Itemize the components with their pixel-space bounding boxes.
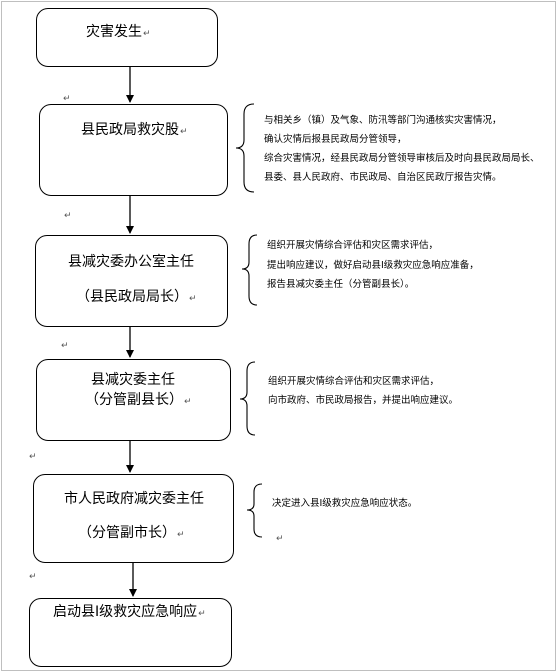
note-1-line1: 与相关乡（镇）及气象、防汛等部门沟通核实灾害情况， xyxy=(264,115,502,126)
brace-3 xyxy=(239,361,256,436)
brace-1 xyxy=(235,103,255,193)
paragraph-mark: ↵ xyxy=(63,94,71,104)
note-2-line1: 组织开展灾情综合评估和灾区需求评估， xyxy=(267,240,439,251)
step-launch-level-1-response xyxy=(29,598,232,667)
note-1-line3: 综合灾害情况，经县民政局分管领导审核后及时向县民政局局长、 xyxy=(264,153,540,164)
step-county-disaster-committee-director xyxy=(36,359,231,441)
note-2-line3: 报告县减灾委主任（分管副县长）。 xyxy=(267,279,415,290)
step-county-disaster-office-director xyxy=(35,235,228,327)
note-3-line1: 组织开展灾情综合评估和灾区需求评估， xyxy=(268,376,440,387)
step-county-disaster-committee-director-line2: （分管副县长）↵ xyxy=(85,392,192,408)
brace-2 xyxy=(241,234,258,306)
paragraph-mark: ↵ xyxy=(29,572,37,582)
step-city-disaster-committee-director-line2: （分管副市长）↵ xyxy=(78,525,185,541)
paragraph-mark: ↵ xyxy=(61,341,69,351)
brace-4 xyxy=(246,483,263,538)
step-city-disaster-committee-director-line1: 市人民政府减灾委主任 xyxy=(64,491,204,507)
note-1-line2: 确认灾情后报县民政局分管领导， xyxy=(264,134,407,145)
note-1-line4: 县委、县人民政府、市民政局、自治区民政厅报告灾情。 xyxy=(264,172,502,183)
step-county-disaster-committee-director-line1: 县减灾委主任 xyxy=(91,372,175,388)
note-3-line2: 向市政府、市民政局报告，并提出响应建议。 xyxy=(268,395,459,406)
step-city-disaster-committee-director xyxy=(33,474,234,563)
paragraph-mark: ↵ xyxy=(276,534,284,544)
step-launch-level-1-response-label: 启动县Ⅰ级救灾应急响应↵ xyxy=(53,604,206,620)
step-disaster-occurs-label: 灾害发生↵ xyxy=(86,24,151,40)
step-county-civil-affairs-relief-unit xyxy=(39,104,228,196)
step-county-disaster-office-director-line1: 县减灾委办公室主任 xyxy=(68,254,194,270)
step-disaster-occurs xyxy=(36,8,218,67)
note-2-line2: 提出响应建议，做好启动县Ⅰ级救灾应急响应准备， xyxy=(267,260,479,271)
step-county-disaster-office-director-line2: （县民政局局长）↵ xyxy=(76,289,197,305)
paragraph-mark: ↵ xyxy=(64,211,72,221)
paragraph-mark: ↵ xyxy=(29,452,37,462)
note-4-line1: 决定进入县Ⅰ级救灾应急响应状态。 xyxy=(272,498,418,509)
step-county-civil-affairs-relief-unit-label: 县民政局救灾股↵ xyxy=(81,122,188,138)
